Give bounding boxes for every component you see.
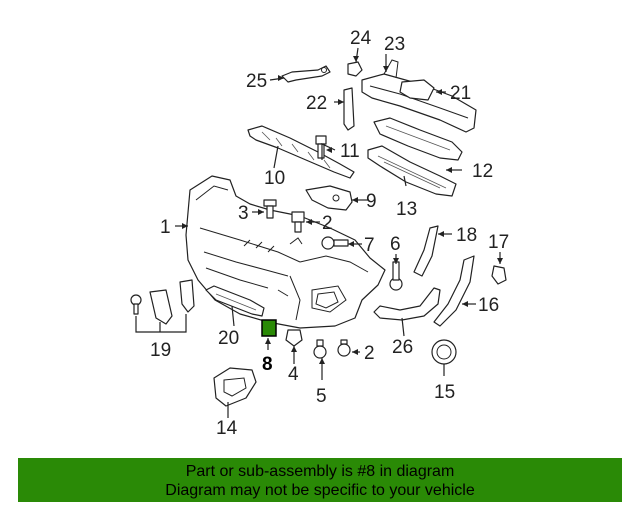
clip-24 <box>347 61 363 77</box>
callout-2-upper: 2 <box>322 213 333 234</box>
callout-19: 19 <box>150 340 171 361</box>
callout-8: 8 <box>262 354 273 375</box>
callout-numbers: 1 3 2 7 6 11 9 10 13 12 21 23 24 25 22 1… <box>150 28 509 439</box>
callout-5: 5 <box>316 386 327 407</box>
bolt-11 <box>315 135 327 159</box>
bolt-3 <box>263 199 277 219</box>
callout-1: 1 <box>160 217 171 238</box>
bracket-25 <box>281 65 331 83</box>
molding-16 <box>433 255 475 327</box>
bracket-19 <box>149 279 195 325</box>
callout-15: 15 <box>434 382 455 403</box>
callout-18: 18 <box>456 225 477 246</box>
bracket-21 <box>399 79 435 101</box>
molding-18 <box>413 225 439 277</box>
banner-line-1: Part or sub-assembly is #8 in diagram <box>185 463 455 480</box>
clip-17 <box>491 265 507 285</box>
callout-2-lower: 2 <box>364 343 375 364</box>
callout-13: 13 <box>396 199 417 220</box>
grille-13 <box>367 145 457 197</box>
upper-bracket <box>247 125 355 179</box>
callout-3: 3 <box>238 203 249 224</box>
callout-22: 22 <box>306 93 327 114</box>
fog-lamp-15 <box>431 339 457 365</box>
lower-molding-26 <box>373 287 441 321</box>
callout-23: 23 <box>384 34 405 55</box>
grille-12 <box>373 117 463 161</box>
callout-12: 12 <box>472 161 493 182</box>
parts-diagram: 1 3 2 7 6 11 9 10 13 12 21 23 24 25 22 1… <box>130 28 509 439</box>
callout-21: 21 <box>450 83 471 104</box>
bolt-6 <box>389 261 403 291</box>
callout-17: 17 <box>488 232 509 253</box>
bolt-2-lower <box>337 339 351 357</box>
banner-line-2: Diagram may not be specific to your vehi… <box>165 482 475 499</box>
bolt-2-upper <box>291 211 305 233</box>
callout-20: 20 <box>218 328 239 349</box>
info-banner: Part or sub-assembly is #8 in diagram Di… <box>18 458 622 502</box>
clip-4 <box>285 329 303 347</box>
callout-4: 4 <box>288 364 299 385</box>
callout-26: 26 <box>392 337 413 358</box>
callout-7: 7 <box>364 235 375 256</box>
callout-24: 24 <box>350 28 372 49</box>
callout-14: 14 <box>216 418 238 439</box>
bracket-22 <box>343 87 355 131</box>
callout-10: 10 <box>264 168 285 189</box>
callout-11: 11 <box>340 141 360 162</box>
callout-9: 9 <box>366 191 377 212</box>
callout-25: 25 <box>246 71 267 92</box>
arrowheads <box>182 56 503 364</box>
absorber-20 <box>205 285 265 317</box>
bolt-7 <box>321 236 349 250</box>
fog-cover-14 <box>213 367 257 407</box>
callout-6: 6 <box>390 234 401 255</box>
callout-16: 16 <box>478 295 499 316</box>
leader-lines <box>135 47 501 418</box>
side-bracket <box>305 185 353 211</box>
bolt-19 <box>130 294 142 315</box>
part-8-highlighted[interactable] <box>261 319 277 337</box>
bolt-5 <box>313 339 327 359</box>
